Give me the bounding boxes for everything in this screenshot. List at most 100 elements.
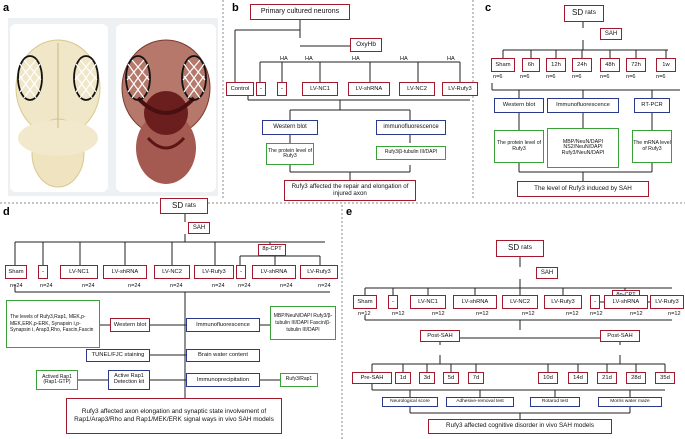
- test-rotarod: Rotarod test: [530, 397, 580, 407]
- n-d-5: n=24: [212, 283, 225, 289]
- assay-western-blot: Western blot: [262, 120, 318, 135]
- day-21d: 21d: [597, 372, 617, 384]
- assay-rtpcr-c: RT-PCR: [634, 98, 670, 113]
- group-e-lv-nc1: LV-NC1: [410, 295, 446, 309]
- tunel-box-d: TUNEL/FJC staining: [86, 349, 150, 362]
- sah-box-d: SAH: [188, 222, 210, 234]
- group-48h: 48h: [600, 58, 620, 72]
- group-control: Control: [226, 82, 254, 96]
- group-d-sham: Sham: [5, 265, 27, 279]
- post-sah-box-1: Post-SAH: [420, 330, 460, 342]
- n-d-2: n=24: [82, 283, 95, 289]
- n-e-0: n=12: [358, 311, 371, 317]
- n-c-4: n=6: [600, 74, 610, 80]
- result-protein-level: The protein level of Rufy3: [266, 143, 314, 165]
- panel-label-b: b: [232, 2, 239, 14]
- result-mrna-c: The mRNA level of Rufy3: [632, 130, 672, 163]
- n-e-2: n=12: [432, 311, 445, 317]
- group-minus-1: -: [256, 82, 266, 96]
- group-e-sham: Sham: [353, 295, 377, 309]
- rap1-box-d: Actived Rap1 (Rap1-GTP): [36, 370, 78, 390]
- n-c-0: n=6: [493, 74, 503, 80]
- n-d-6: n=24: [238, 283, 251, 289]
- sd-text-d: SD: [172, 200, 184, 210]
- n-c-5: n=6: [626, 74, 636, 80]
- sd-text: SD: [572, 8, 584, 18]
- ip-box-d: Immunoprecipitation: [186, 373, 260, 387]
- kit-box-d: Active Rap1 Detection kit: [108, 370, 150, 390]
- conclusion-b: Rufy3 affected the repair and elongation…: [284, 180, 416, 201]
- group-d-lv-shrna-2: LV-shRNA: [252, 265, 296, 279]
- sah-box-c: SAH: [600, 28, 622, 40]
- ha-label-3: HA: [352, 56, 360, 62]
- n-c-2: n=6: [546, 74, 556, 80]
- water-box-d: Brain water content: [186, 349, 260, 362]
- group-sham-c: Sham: [491, 58, 515, 72]
- n-e-3: n=12: [476, 311, 489, 317]
- ip-result-d: Rufy3/Rap1: [280, 373, 318, 387]
- conclusion-e: Rufy3 affected cognitive disorder in viv…: [428, 419, 612, 434]
- group-e-lv-shrna-2: LV-shRNA: [604, 295, 648, 309]
- day-7d: 7d: [468, 372, 484, 384]
- western-blot-d: Western blot: [110, 318, 150, 332]
- n-d-3: n=24: [128, 283, 141, 289]
- group-lv-rufy3: LV-Rufy3: [442, 82, 478, 96]
- conclusion-d: Rufy3 affected axon elongation and synap…: [66, 398, 282, 434]
- day-10d: 10d: [538, 372, 558, 384]
- test-neurological: Neurological score: [382, 397, 438, 407]
- day-28d: 28d: [626, 372, 646, 384]
- group-d-minus: -: [38, 265, 48, 279]
- primary-neurons-box: Primary cultured neurons: [250, 4, 350, 20]
- n-d-0: n=24: [10, 283, 23, 289]
- group-e-minus-2: -: [590, 295, 600, 309]
- n-d-7: n=24: [280, 283, 293, 289]
- result-protein-c: The protein level of Rufy3: [494, 130, 544, 163]
- panel-label-e: e: [346, 206, 353, 218]
- panel-label-a: a: [3, 2, 10, 14]
- group-e-lv-rufy3: LV-Rufy3: [544, 295, 582, 309]
- pre-sah-box: Pre-SAH: [352, 372, 392, 384]
- cpt-box-d: 8p-CPT: [258, 244, 286, 256]
- assay-immunofluorescence: immunofluorescence: [376, 120, 446, 135]
- assay-immunofluorescence-c: Immunofluorescence: [547, 98, 619, 113]
- n-c-3: n=6: [572, 74, 582, 80]
- oxyhb-box: OxyHb: [350, 38, 382, 52]
- group-e-lv-shrna: LV-shRNA: [453, 295, 497, 309]
- assay-western-blot-c: Western blot: [494, 98, 544, 113]
- group-12h: 12h: [546, 58, 566, 72]
- n-e-8: n=12: [668, 311, 681, 317]
- post-sah-box-2: Post-SAH: [600, 330, 640, 342]
- panel-label-d: d: [3, 206, 10, 218]
- group-e-minus: -: [388, 295, 398, 309]
- result-if-c: MBP/NeuN/DAPI NS2/NeuN/DAPI Rufy3/NeuN/D…: [547, 128, 619, 168]
- n-d-1: n=24: [40, 283, 53, 289]
- rats-text: rats: [585, 9, 596, 17]
- brain-photos: [8, 18, 218, 196]
- ha-label-4: HA: [400, 56, 408, 62]
- group-72h: 72h: [626, 58, 646, 72]
- ha-label-2: HA: [305, 56, 313, 62]
- group-lv-shrna: LV-shRNA: [348, 82, 390, 96]
- n-c-6: n=6: [656, 74, 666, 80]
- n-e-6: n=12: [590, 311, 603, 317]
- n-d-8: n=24: [318, 283, 331, 289]
- group-lv-nc2: LV-NC2: [399, 82, 435, 96]
- conclusion-c: The level of Rufy3 induced by SAH: [517, 181, 649, 197]
- group-d-lv-nc2: LV-NC2: [154, 265, 190, 279]
- group-d-lv-nc1: LV-NC1: [60, 265, 98, 279]
- group-minus-2: -: [277, 82, 287, 96]
- n-e-1: n=12: [392, 311, 405, 317]
- day-5d: 5d: [443, 372, 459, 384]
- group-d-lv-rufy3: LV-Rufy3: [194, 265, 234, 279]
- group-d-minus-2: -: [236, 265, 246, 279]
- sd-text-e: SD: [508, 243, 520, 253]
- ha-label-1: HA: [280, 56, 288, 62]
- if-result-d: MBP/NeuN/DAPI Rufy3/β-tubulin III/DAPI F…: [270, 306, 336, 340]
- group-24h: 24h: [572, 58, 592, 72]
- group-1w: 1w: [656, 58, 676, 72]
- n-c-1: n=6: [520, 74, 530, 80]
